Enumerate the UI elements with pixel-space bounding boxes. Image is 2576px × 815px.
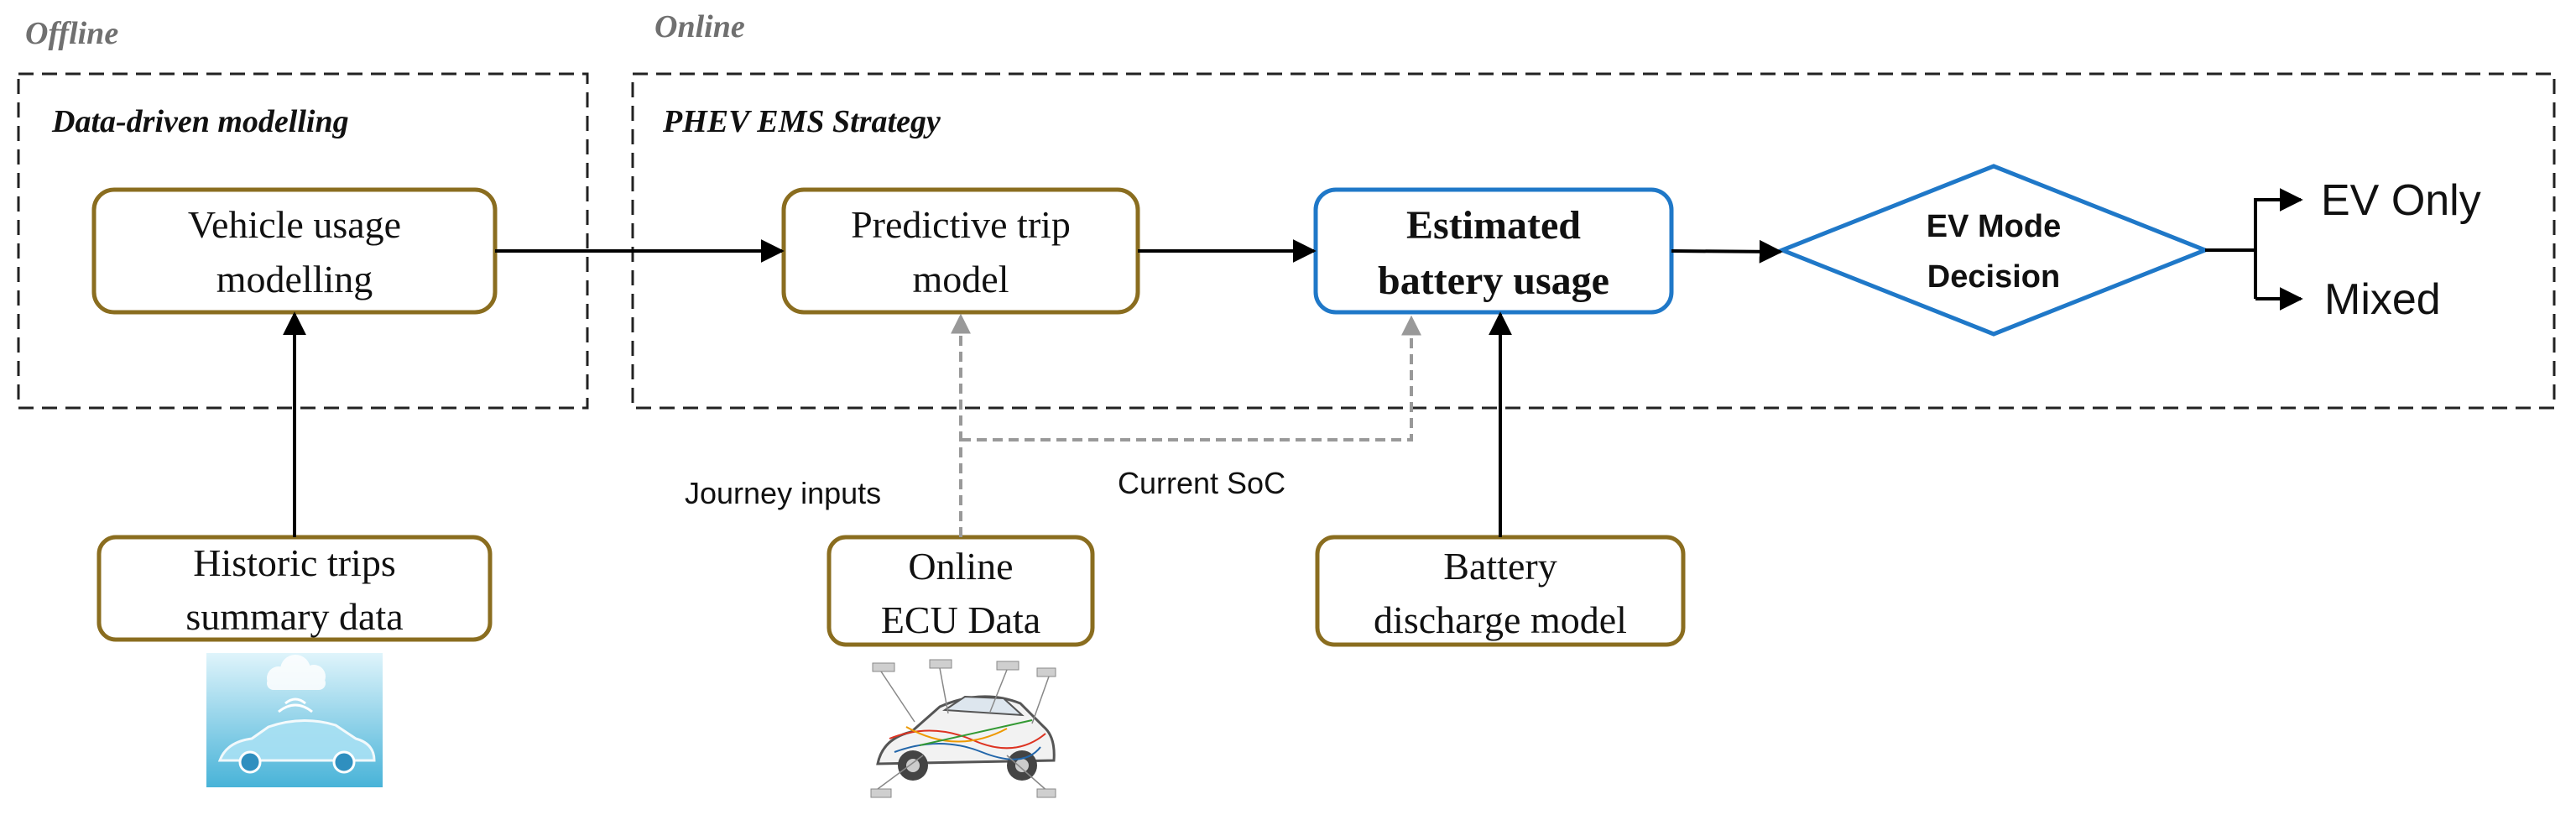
output-branch-arrows [2205,188,2303,311]
predictive-trip-label-line2: model [913,258,1009,300]
online-ecu-node: Online ECU Data [827,535,1095,647]
estimated-battery-label-line1: Estimated [1406,203,1581,248]
online-region-label: Online [654,9,745,44]
vehicle-usage-label-line2: modelling [216,258,373,300]
estimated-battery-node: Estimated battery usage [1313,187,1674,315]
cloud-car-icon [206,653,383,787]
ev-mode-decision-line2: Decision [1927,259,2060,295]
battery-discharge-node: Battery discharge model [1315,535,1686,647]
online-section-title: PHEV EMS Strategy [662,104,941,139]
vehicle-usage-label-line1: Vehicle usage [188,203,401,246]
predictive-trip-label-line1: Predictive trip [851,203,1071,246]
vehicle-usage-node: Vehicle usage modelling [91,187,498,315]
offline-section-title: Data-driven modelling [51,104,349,139]
historic-trips-node: Historic trips summary data [96,535,493,642]
ev-mode-decision-node: EV Mode Decision [1776,164,2211,337]
dashed-input-arrows [951,313,1421,537]
battery-discharge-label-line2: discharge model [1374,598,1627,641]
online-ecu-label-line1: Online [908,545,1013,588]
offline-region-label: Offline [25,16,118,51]
estimated-battery-label-line2: battery usage [1378,259,1609,303]
arrow-estimated-to-decision [1671,239,1783,264]
car-wiring-diagram-icon [868,658,1057,801]
historic-trips-label-line2: summary data [185,595,403,638]
output-mixed: Mixed [2324,275,2441,324]
ev-mode-decision-line1: EV Mode [1927,209,2061,244]
current-soc-label: Current SoC [1118,466,1285,500]
predictive-trip-node: Predictive trip model [781,187,1140,315]
offline-region-frame [17,72,589,410]
battery-discharge-label-line1: Battery [1443,545,1557,588]
online-ecu-label-line2: ECU Data [881,598,1040,641]
output-ev-only: EV Only [2321,176,2481,225]
journey-inputs-label: Journey inputs [685,476,881,510]
historic-trips-label-line1: Historic trips [193,541,395,584]
